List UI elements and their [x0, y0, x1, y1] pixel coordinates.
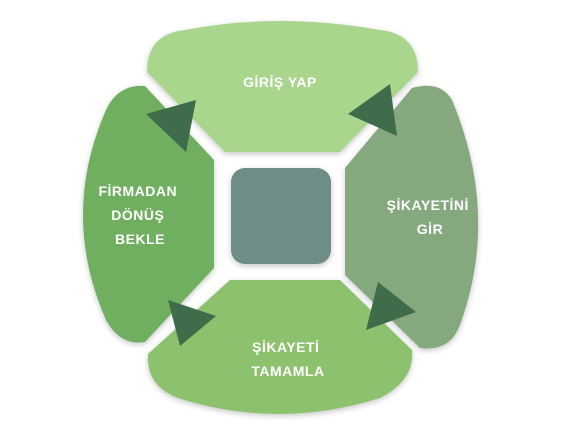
segment-bottom [147, 280, 413, 414]
label-left: FİRMADAN DÖNÜŞ BEKLE [98, 183, 181, 247]
segment-top [147, 21, 418, 152]
segment-left [83, 85, 214, 343]
arrow-icon [168, 300, 216, 346]
arrow-icon [366, 282, 416, 330]
label-line: DÖNÜŞ [111, 207, 164, 223]
arrow-icon [146, 100, 196, 152]
label-top: GİRİŞ YAP [243, 74, 317, 90]
label-right: ŞİKAYETİNİ GİR [387, 197, 474, 237]
label-line: ŞİKAYETİNİ [387, 197, 469, 213]
center-square [231, 168, 331, 264]
label-line: GİRİŞ YAP [243, 74, 317, 90]
label-line: TAMAMLA [251, 363, 324, 379]
label-line: FİRMADAN [98, 183, 177, 199]
label-bottom: ŞİKAYETİ TAMAMLA [251, 339, 324, 379]
label-line: BEKLE [115, 231, 165, 247]
arrow-icon [348, 84, 397, 136]
label-line: GİR [417, 221, 443, 237]
label-line: ŞİKAYETİ [252, 339, 319, 355]
